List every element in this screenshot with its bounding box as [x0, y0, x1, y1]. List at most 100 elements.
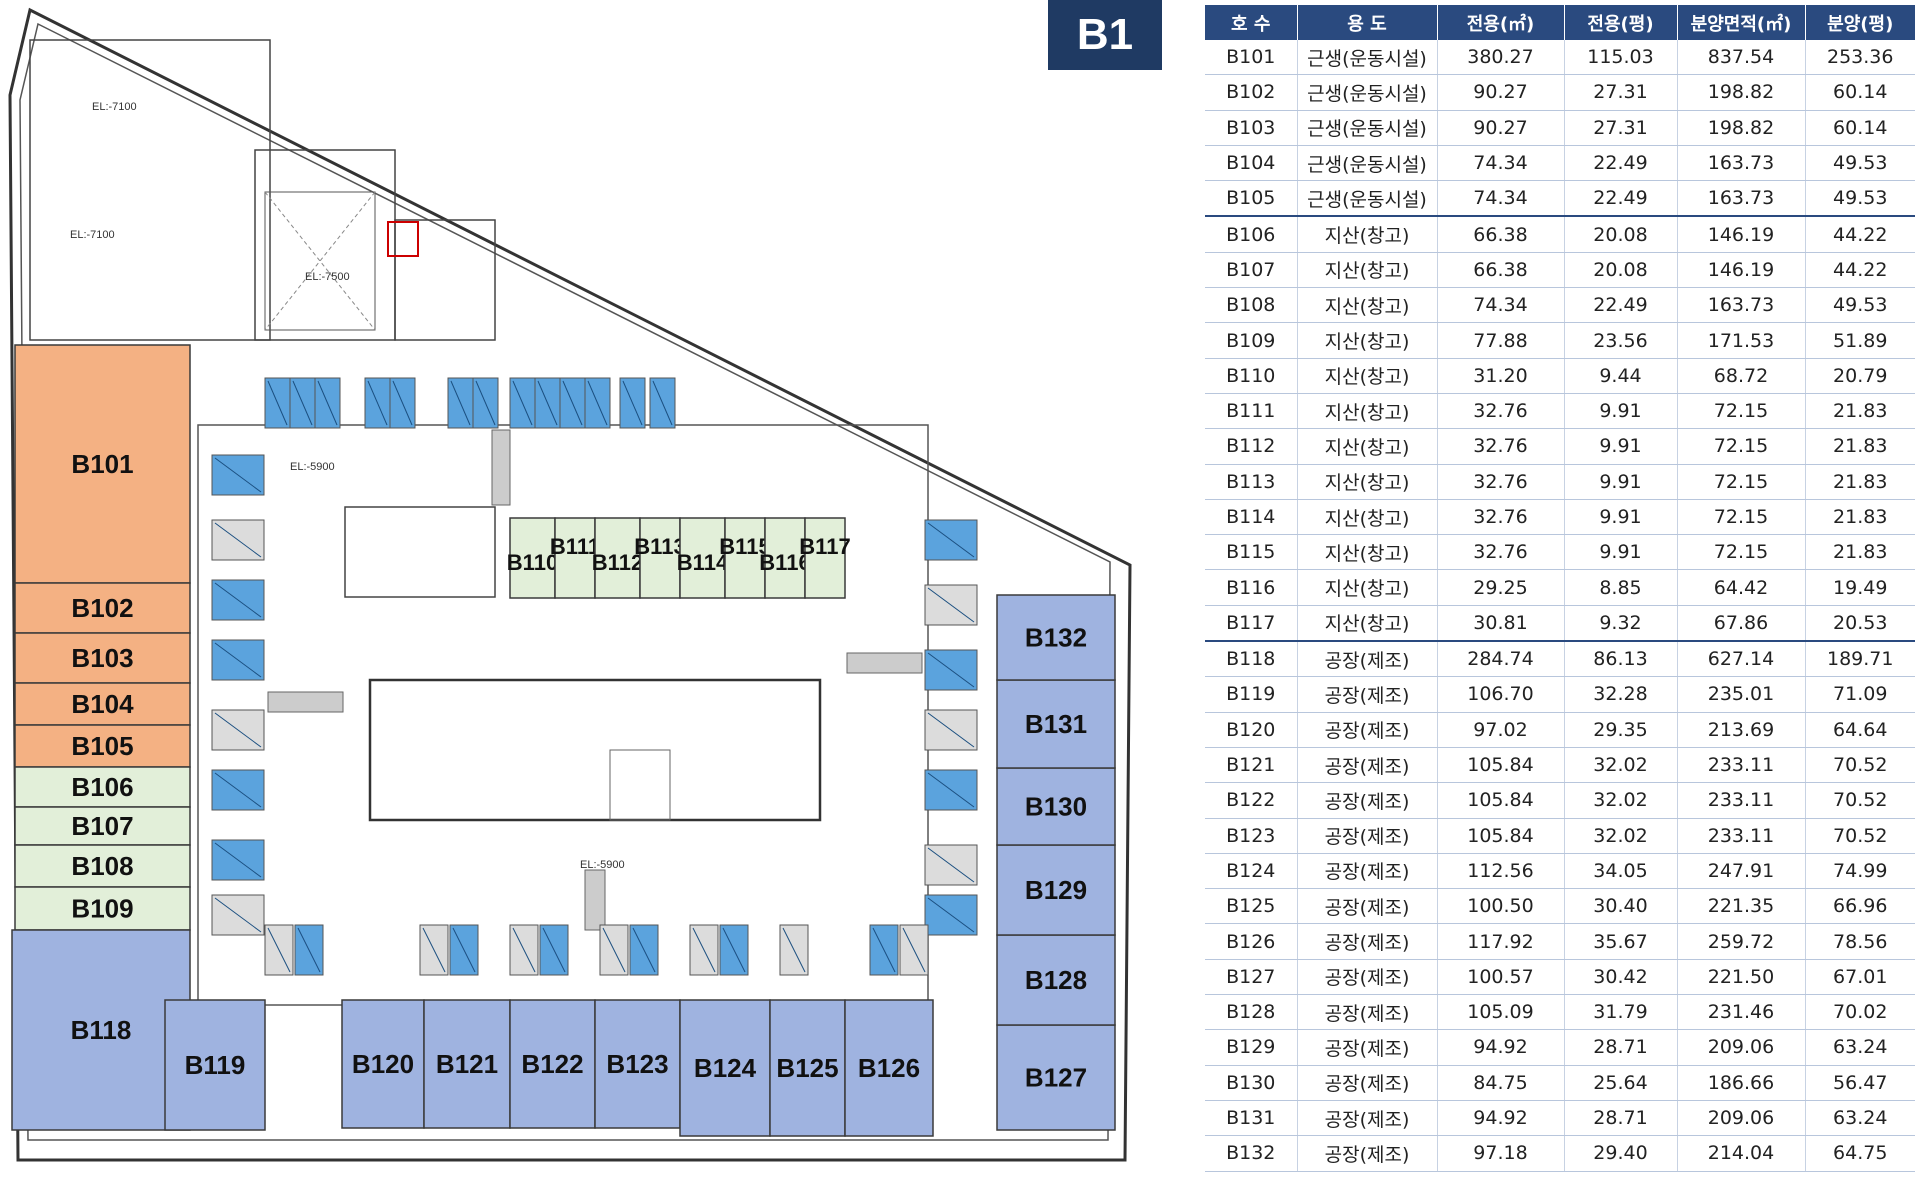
table-cell: 56.47: [1805, 1065, 1915, 1101]
table-cell: 189.71: [1805, 640, 1915, 678]
table-cell: 20.08: [1564, 215, 1678, 253]
floor-badge: B1: [1048, 0, 1162, 70]
ramp: [609, 749, 671, 821]
table-cell: 380.27: [1437, 40, 1565, 76]
unit-label: B111: [550, 534, 600, 559]
table-cell: 27.31: [1564, 74, 1678, 111]
floor-plan: EL:-7100 EL:-7100 EL:-7500 EL:-5900 EL:-…: [8, 7, 1132, 1162]
table-cell: 112.56: [1437, 853, 1565, 890]
unit-label: B105: [71, 731, 133, 761]
table-cell: 49.53: [1805, 180, 1915, 217]
table-cell: 163.73: [1677, 145, 1806, 182]
units-layer: B101B102B103B104B105B106B107B108B109B110…: [11, 344, 1116, 1137]
unit-b132: [996, 594, 1116, 681]
table-cell: 44.22: [1805, 215, 1915, 253]
table-cell: 공장(제조): [1297, 676, 1438, 713]
unit-label: B123: [606, 1049, 668, 1079]
stair-core-north: [394, 219, 496, 341]
table-cell: 221.50: [1677, 959, 1806, 996]
table-cell: 213.69: [1677, 712, 1806, 748]
table-cell: B101: [1205, 40, 1298, 76]
table-cell: B124: [1205, 853, 1298, 890]
table-cell: B119: [1205, 676, 1298, 713]
table-cell: 31.20: [1437, 358, 1565, 394]
table-cell: 105.84: [1437, 782, 1565, 819]
table-cell: B110: [1205, 358, 1298, 394]
table-cell: 29.35: [1564, 712, 1678, 748]
unit-b131: [996, 679, 1116, 769]
table-cell: 32.76: [1437, 534, 1565, 571]
unit-b110: [509, 517, 556, 599]
column-header: 전용(㎡): [1437, 5, 1565, 40]
table-cell: 72.15: [1677, 464, 1806, 500]
table-cell: 29.25: [1437, 569, 1565, 606]
unit-b109: [14, 886, 191, 931]
table-cell: 9.91: [1564, 393, 1678, 430]
unit-label: B106: [71, 772, 133, 802]
table-cell: 72.15: [1677, 393, 1806, 430]
table-cell: 근생(운동시설): [1297, 180, 1438, 217]
table-cell: B118: [1205, 640, 1298, 678]
table-cell: 74.34: [1437, 145, 1565, 182]
table-cell: 근생(운동시설): [1297, 110, 1438, 146]
table-cell: B127: [1205, 959, 1298, 996]
table-cell: 9.44: [1564, 358, 1678, 394]
unit-label: B108: [71, 851, 133, 881]
unit-b105: [14, 724, 191, 768]
table-cell: 105.84: [1437, 747, 1565, 784]
table-cell: 근생(운동시설): [1297, 145, 1438, 182]
table-cell: B111: [1205, 393, 1298, 430]
unit-b112: [594, 517, 641, 599]
table-cell: 221.35: [1677, 888, 1806, 925]
table-cell: 247.91: [1677, 853, 1806, 890]
hatched-ramp-1: [491, 429, 511, 506]
parking-stall: [389, 377, 416, 429]
table-cell: 지산(창고): [1297, 569, 1438, 606]
table-cell: 32.28: [1564, 676, 1678, 713]
unit-label: B124: [694, 1053, 757, 1083]
unit-label: B125: [776, 1053, 838, 1083]
table-cell: 837.54: [1677, 40, 1806, 76]
table-cell: 35.67: [1564, 923, 1678, 960]
table-cell: 253.36: [1805, 40, 1915, 76]
table-cell: 지산(창고): [1297, 534, 1438, 571]
table-cell: 32.76: [1437, 499, 1565, 536]
unit-label: B113: [634, 534, 685, 559]
unit-label: B114: [677, 550, 729, 575]
unit-label: B129: [1025, 875, 1087, 905]
table-cell: 117.92: [1437, 923, 1565, 960]
table-cell: 60.14: [1805, 74, 1915, 111]
table-cell: 74.34: [1437, 287, 1565, 324]
unit-b126: [844, 999, 934, 1137]
table-cell: 97.18: [1437, 1135, 1565, 1172]
table-cell: 공장(제조): [1297, 853, 1438, 890]
table-cell: 68.72: [1677, 358, 1806, 394]
hatched-ramp-4: [584, 869, 606, 931]
table-cell: 지산(창고): [1297, 215, 1438, 253]
column-header: 분양(평): [1805, 5, 1915, 40]
table-cell: 공장(제조): [1297, 1135, 1438, 1172]
table-cell: B103: [1205, 110, 1298, 146]
table-cell: 9.91: [1564, 499, 1678, 536]
table-cell: B107: [1205, 252, 1298, 289]
table-cell: B112: [1205, 428, 1298, 465]
table-cell: 146.19: [1677, 252, 1806, 289]
unit-b101: [14, 344, 191, 584]
table-cell: 74.34: [1437, 180, 1565, 217]
unit-label: B112: [592, 550, 643, 575]
table-cell: 공장(제조): [1297, 747, 1438, 784]
table-cell: 90.27: [1437, 110, 1565, 146]
table-cell: B131: [1205, 1100, 1298, 1137]
table-cell: 72.15: [1677, 499, 1806, 536]
table-cell: 공장(제조): [1297, 782, 1438, 819]
table-cell: 63.24: [1805, 1029, 1915, 1066]
table-cell: 71.09: [1805, 676, 1915, 713]
table-cell: 공장(제조): [1297, 923, 1438, 960]
